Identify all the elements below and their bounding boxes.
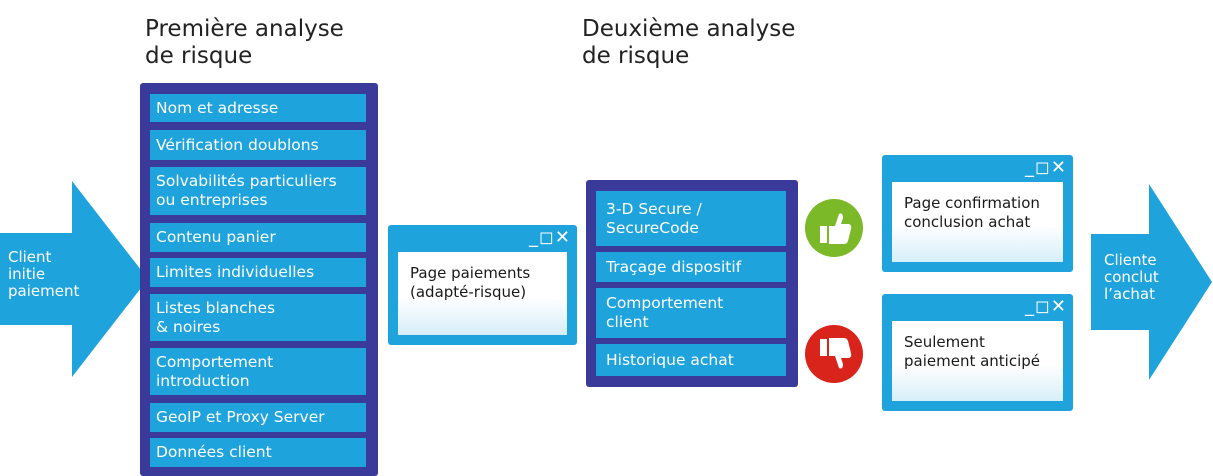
end-arrow-shape xyxy=(1091,184,1212,380)
check-3d-secure: 3-D Secure / SecureCode xyxy=(596,191,786,246)
confirmation-page-text: Page confirmation conclusion achat xyxy=(892,182,1063,262)
check-customer-behavior: Comportement client xyxy=(596,288,786,338)
prepayment-only-window: _◻✕ Seulement paiement anticipé xyxy=(882,294,1073,411)
check-geoip-proxy: GeoIP et Proxy Server xyxy=(150,403,366,432)
prepayment-only-text: Seulement paiement anticipé xyxy=(892,321,1063,401)
check-white-black-lists: Listes blanches & noires xyxy=(150,294,366,341)
start-arrow-label: Client initie paiement xyxy=(8,248,80,300)
window-controls-icon: _◻✕ xyxy=(1024,296,1067,317)
confirmation-page-window: _◻✕ Page confirmation conclusion achat xyxy=(882,155,1073,272)
check-name-address: Nom et adresse xyxy=(150,94,366,122)
first-analysis-title: Première analyse de risque xyxy=(145,16,344,69)
check-customer-data: Données client xyxy=(150,438,366,467)
check-purchase-history: Historique achat xyxy=(596,344,786,376)
thumbs-down-icon xyxy=(805,325,863,383)
check-duplicates: Vérification doublons xyxy=(150,130,366,160)
check-device-tracking: Traçage dispositif xyxy=(596,252,786,282)
check-cart-content: Contenu panier xyxy=(150,223,366,252)
payment-page-text: Page paiements (adapté-risque) xyxy=(398,252,567,335)
thumbs-up-icon xyxy=(805,199,863,257)
window-controls-icon: _◻✕ xyxy=(1024,157,1067,178)
window-controls-icon: _◻✕ xyxy=(528,227,571,248)
payment-page-window: _◻✕ Page paiements (adapté-risque) xyxy=(388,225,577,345)
end-arrow-label: Cliente conclut l’achat xyxy=(1104,251,1159,303)
check-individual-limits: Limites individuelles xyxy=(150,258,366,287)
check-solvency: Solvabilités particuliers ou entreprises xyxy=(150,167,366,215)
check-input-behavior: Comportement introduction xyxy=(150,348,366,395)
first-analysis-panel: Nom et adresse Vérification doublons Sol… xyxy=(140,83,378,476)
second-analysis-title: Deuxième analyse de risque xyxy=(582,16,796,69)
start-arrow-shape xyxy=(0,181,148,377)
second-analysis-panel: 3-D Secure / SecureCode Traçage disposit… xyxy=(586,180,798,387)
